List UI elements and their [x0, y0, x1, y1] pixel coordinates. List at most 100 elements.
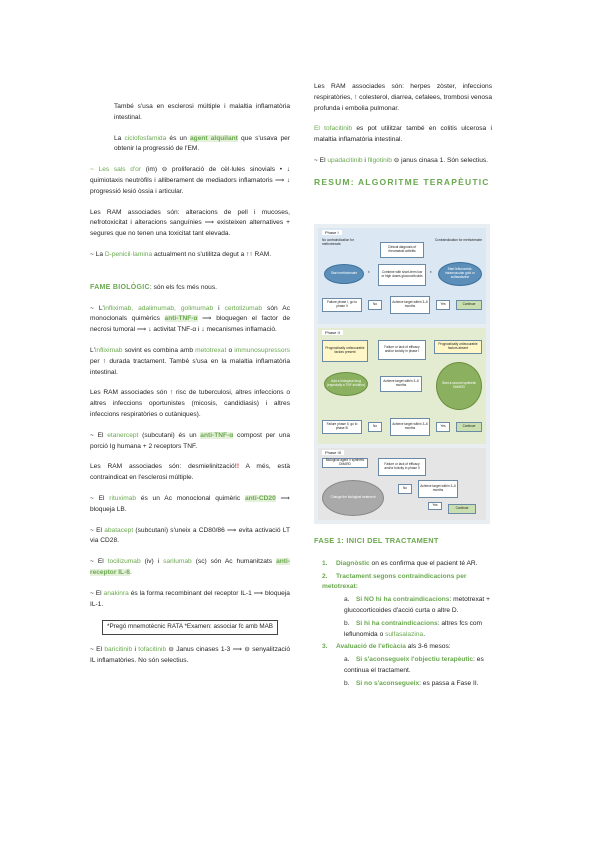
- drug-term: sulfasalazina: [385, 630, 424, 638]
- step-term: Si hi ha contraindicacions: [356, 619, 438, 627]
- text: sovint es combina amb: [122, 346, 196, 354]
- diagram-node: Yes: [436, 422, 450, 432]
- drug-term: rituximab: [109, 494, 137, 502]
- text: ~ L': [90, 304, 104, 312]
- text: ~ El: [90, 431, 108, 439]
- drug-term: tofacitinib: [138, 646, 167, 654]
- diagram-node: Continue: [456, 422, 482, 432]
- diagram-node: Start a second synthetic DMARD: [436, 362, 482, 410]
- diagram-node: Start leflunomide, intramuscular gold or…: [438, 262, 482, 286]
- warning-mark: !!: [234, 463, 240, 471]
- text: : es continua el tractament.: [344, 656, 484, 674]
- diagram-node: Failure phase II, go to phase III: [322, 420, 362, 434]
- paragraph: ~ El etanercept (subcutani) és un anti-T…: [90, 431, 290, 453]
- text: La: [114, 134, 125, 142]
- drug-term: filgotinib: [367, 156, 392, 164]
- step-term: Avaluació de l'eficàcia: [336, 643, 406, 651]
- phase-2-panel: Phase II Prognostically unfavourable fac…: [318, 328, 486, 444]
- drug-term: tocilizumab: [107, 558, 141, 566]
- list-item: 3.Avaluació de l'eficàcia als 3-6 mesos:: [322, 642, 492, 653]
- diagram-node: Combine with short-term low or high dose…: [378, 264, 426, 286]
- step-number: 1.: [322, 559, 328, 567]
- step-term: Tractament segons contraindicacions per …: [322, 572, 467, 591]
- text: .: [129, 568, 132, 576]
- diagram-node: No: [368, 422, 382, 432]
- step-term: Si no s'aconsegueix: [356, 679, 420, 687]
- text: i: [213, 304, 225, 312]
- step-term: Si NO hi ha contraindicacions: [356, 596, 450, 604]
- text: ~ El: [90, 526, 105, 534]
- text: es pot utilitzar també en colitis ulcero…: [314, 125, 492, 144]
- diagram-node: Biological agent ± synthetic DMARD: [322, 458, 368, 468]
- drug-term: etanercept: [107, 431, 139, 439]
- paragraph: La ciclofosfamida és un agent alquilant …: [90, 134, 290, 156]
- drug-term: abatacept: [104, 526, 134, 534]
- paragraph: *Pregó mnemotècnic RATA *Examen: associa…: [90, 620, 290, 636]
- text: i: [132, 646, 139, 654]
- drug-term: upadacitinib: [327, 156, 363, 164]
- highlight-term: anti-TNF-α: [200, 431, 234, 439]
- diagram-node: Prognostically unfavourable factors abse…: [434, 340, 482, 354]
- text: Les RAM associades són ↑ risc de tubercu…: [90, 389, 290, 418]
- section-heading: FAME BIOLÒGIC: són els fcs més nous.: [90, 283, 290, 294]
- paragraph: ~ Les sals d'or (im) ⊖ proliferació de c…: [90, 165, 290, 197]
- diagram-node: Change the biological treatment: [322, 480, 384, 516]
- text: per ↑ durada tractament. També s'usa en …: [90, 357, 290, 376]
- text: ⊖ Janus cinases 1-3 ⟹ ⊖ senyalització IL…: [90, 646, 290, 664]
- text: ⟹ bloqueja LB.: [90, 494, 290, 513]
- diagram-node: Achieve target within 3–6 months: [380, 376, 422, 392]
- list-item: b. Si no s'aconsegueix: es passa a Fase I…: [322, 679, 492, 690]
- text: actualment no s'utilitza degut a ↑↑ RAM.: [152, 250, 272, 258]
- diagram-node: Prognostically unfavourable factors pres…: [322, 340, 368, 362]
- diagram-label: No contraindication for methotrexate: [322, 238, 354, 246]
- text: : es passa a Fase II.: [419, 679, 479, 687]
- text: (iv) i: [140, 558, 164, 566]
- text: : metotrexat + glucocorticoides d'acció …: [344, 596, 490, 614]
- text: compost per una porció Ig humana + 2 rec…: [90, 431, 290, 450]
- sub-label: b.: [344, 679, 350, 687]
- paragraph: Les RAM associades són: herpes zòster, i…: [314, 82, 492, 114]
- drug-term: metotrexat: [195, 346, 227, 354]
- paragraph: ~ L'infliximab, adalimumab, golimumab i …: [90, 304, 290, 336]
- sub-label: b.: [344, 619, 350, 627]
- phase-label: Phase I: [322, 230, 342, 235]
- list-item: a.Si NO hi ha contraindicacions: metotre…: [322, 595, 492, 617]
- paragraph: ~ El tocilizumab (iv) i sarilumab (sc) s…: [90, 557, 290, 579]
- text: Les RAM associades són: alteracions de p…: [90, 208, 290, 238]
- text: ~ El: [314, 156, 328, 164]
- paragraph: ~ El abatacept (subcutani) s'uneix a CD8…: [90, 526, 290, 548]
- summary-heading: RESUM: ALGORITME TERAPÈUTIC: [314, 176, 490, 187]
- text: ~ El: [90, 558, 108, 566]
- diagram-node: Clinical diagnosis of rheumatoid arthrit…: [380, 242, 424, 258]
- text: ~ El: [90, 494, 110, 502]
- text: (im) ⊖ proliferació de cèl·lules sinovia…: [90, 166, 290, 195]
- drug-term: infliximab: [94, 346, 123, 354]
- text: és un: [166, 134, 191, 142]
- paragraph: ~ El upadacitinib i filgotinib ⊖ janus c…: [314, 156, 492, 167]
- drug-term: anakinra: [103, 589, 129, 597]
- text: ~ El: [90, 589, 104, 597]
- heading-text: FAME BIOLÒGIC: [90, 283, 150, 291]
- text: (subcutani) s'uneix a CD80/86 ⟹ evita ac…: [90, 526, 290, 545]
- diagram-node: Failure or lack of efficacy and/or toxic…: [378, 458, 426, 476]
- phase-label: Phase III: [322, 450, 344, 455]
- paragraph: Les RAM associades són: desmielinització…: [90, 462, 290, 484]
- paragraph: Les RAM associades són: alteracions de p…: [90, 208, 290, 240]
- diagram-node: Yes: [428, 502, 442, 510]
- drug-term: D-penicil·lamina: [104, 250, 153, 258]
- diagram-node: Continue: [456, 300, 482, 310]
- text: que s'usava per obtenir la progressió de…: [114, 134, 290, 153]
- paragraph: ~ El rituximab és un Ac monoclonal quimè…: [90, 494, 290, 516]
- text: ~ La: [90, 250, 105, 258]
- paragraph: ~ El anakinra és la forma recombinant de…: [90, 589, 290, 611]
- text: als 3-6 mesos:: [405, 643, 451, 651]
- highlight-term: anti-CD20: [244, 494, 276, 502]
- diagram-label: Contraindication for methotrexate: [434, 238, 482, 242]
- paragraph: L'infliximab sovint es combina amb metot…: [90, 346, 290, 378]
- step-list: 1.Diagnòstic on es confirma que el pacie…: [322, 559, 492, 690]
- paragraph: El tofacitinib es pot utilitzar també en…: [314, 124, 492, 146]
- phase-label: Phase II: [322, 330, 343, 335]
- diagram-node: Achieve target within 3–6 months: [418, 480, 458, 498]
- paragraph: També s'usa en esclerosi múltiple i mala…: [90, 102, 290, 124]
- paragraph: ~ El baricitinib i tofacitinib ⊖ Janus c…: [90, 645, 290, 667]
